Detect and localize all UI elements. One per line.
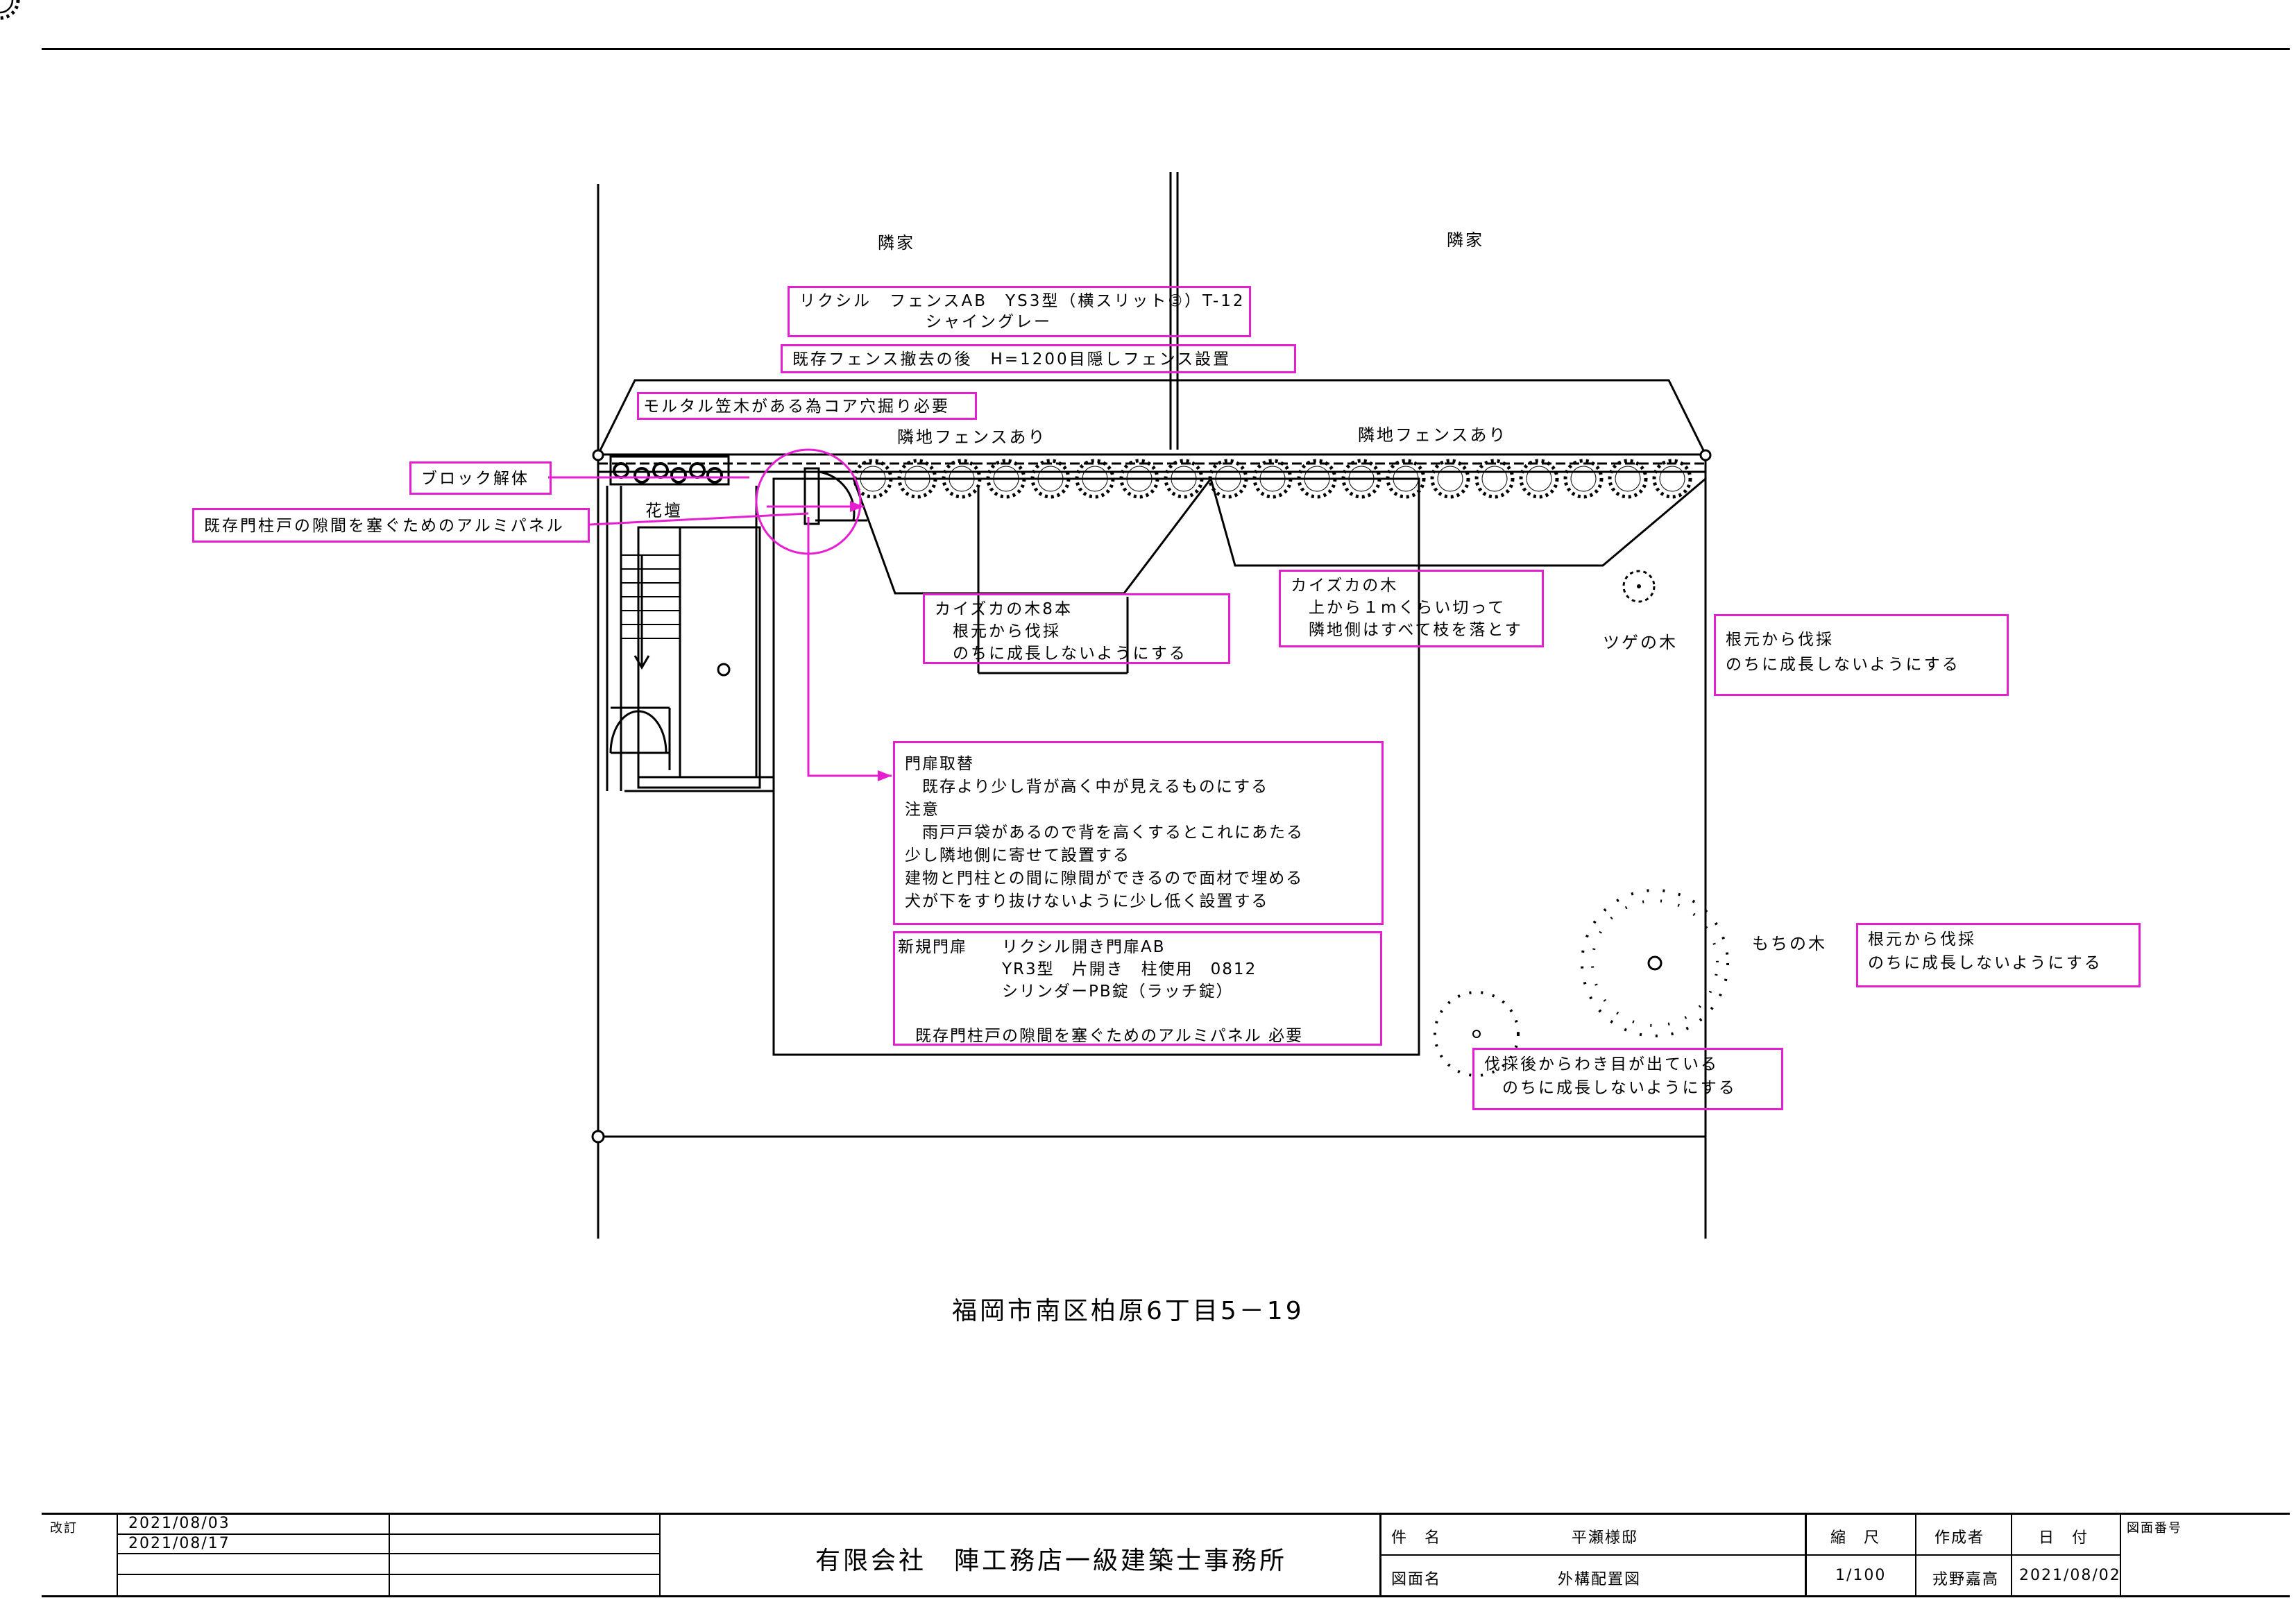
gate-replace-note: 門扉取替 既存より少し背が高く中が見えるものにする 注意 雨戸戸袋があるので背を… <box>893 741 1384 925</box>
revision-label: 改訂 <box>50 1521 78 1536</box>
company-name: 有限会社 陣工務店一級建築士事務所 <box>815 1547 1288 1575</box>
mochi-tree-label: もちの木 <box>1752 934 1827 953</box>
sprout-note: 伐採後からわき目が出ている のちに成長しないようにする <box>1472 1048 1783 1110</box>
scale-value: 1/100 <box>1835 1567 1887 1584</box>
top-border-line <box>42 48 2290 50</box>
new-gate-note: 新規門扉 リクシル開き門扉AB YR3型 片開き 柱使用 0812 シリンダーP… <box>893 931 1382 1046</box>
block-removal-note: ブロック解体 <box>409 461 552 495</box>
kaizuka-8-note: カイズカの木8本 根元から伐採 のちに成長しないようにする <box>923 593 1230 664</box>
project-name: 平瀬様邸 <box>1572 1529 1639 1547</box>
drawing-number-label: 図面番号 <box>2127 1521 2182 1536</box>
project-label: 件 名 <box>1391 1529 1442 1547</box>
fence-product-note: リクシル フェンスAB YS3型（横スリット③）T-12 シャイングレー <box>788 286 1251 337</box>
neighbor-fence-right-label: 隣地フェンスあり <box>1358 425 1508 445</box>
date-value: 2021/08/02 <box>2019 1567 2121 1584</box>
core-drill-note: モルタル笠木がある為コア穴掘り必要 <box>637 392 977 420</box>
tsuge-tree-label: ツゲの木 <box>1603 633 1678 652</box>
address-label: 福岡市南区柏原6丁目5－19 <box>952 1297 1304 1325</box>
date-label: 日 付 <box>2039 1529 2089 1547</box>
kaizuka-trim-note: カイズカの木 上から１mくらい切って 隣地側はすべて枝を落とす <box>1279 570 1544 647</box>
title-block: 改訂 2021/08/03 2021/08/17 有限会社 陣工務店一級建築士事… <box>42 1513 2290 1597</box>
author-label: 作成者 <box>1934 1529 1985 1547</box>
tsuge-cut-note: 根元から伐採 のちに成長しないようにする <box>1714 614 2009 696</box>
drawing-name-label: 図面名 <box>1391 1571 1442 1588</box>
fence-install-note: 既存フェンス撤去の後 H=1200目隠しフェンス設置 <box>781 344 1296 373</box>
neighbor-house-left-label: 隣家 <box>878 233 915 253</box>
alum-panel-note: 既存門柱戸の隙間を塞ぐためのアルミパネル <box>192 508 590 543</box>
revision-date-1: 2021/08/03 <box>128 1515 230 1532</box>
scale-label: 縮 尺 <box>1830 1529 1881 1547</box>
revision-date-2: 2021/08/17 <box>128 1535 230 1552</box>
drawing-name: 外構配置図 <box>1558 1571 1642 1588</box>
neighbor-house-right-label: 隣家 <box>1447 230 1484 250</box>
flower-bed-label: 花壇 <box>645 501 683 520</box>
neighbor-fence-left-label: 隣地フェンスあり <box>897 427 1047 447</box>
author-name: 戎野嘉高 <box>1932 1571 2000 1588</box>
mochi-cut-note: 根元から伐採 のちに成長しないようにする <box>1856 923 2141 987</box>
